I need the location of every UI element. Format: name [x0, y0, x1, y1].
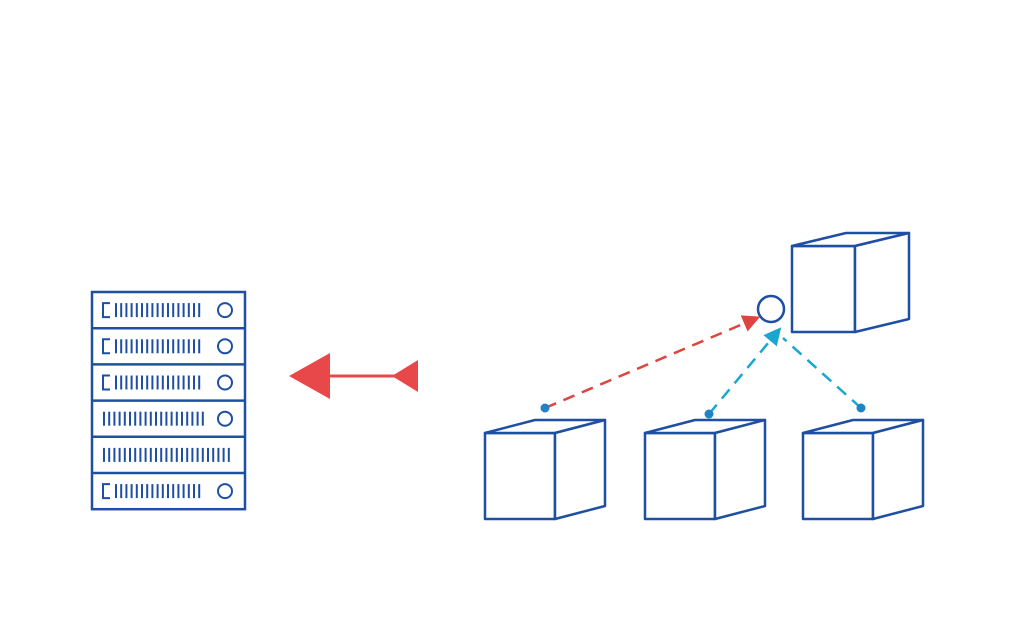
- indicator-light: [217, 338, 233, 355]
- bracket-mark: [102, 302, 110, 319]
- server-unit: [92, 435, 245, 462]
- indicator-light: [217, 410, 233, 427]
- links: [544, 315, 862, 415]
- server-rack-icon: [90, 290, 247, 511]
- node-dot-left: [540, 403, 550, 413]
- bracket-mark: [102, 374, 110, 391]
- server-unit: [92, 399, 245, 427]
- server-unit: [92, 363, 245, 391]
- left-arrow-icon: [289, 353, 418, 399]
- server-unit: [102, 302, 233, 319]
- bracket-mark: [102, 483, 110, 500]
- indicator-light: [217, 483, 233, 500]
- cube-side-face: [853, 231, 911, 334]
- cube-side-face: [871, 418, 925, 521]
- cube-right-icon: [801, 418, 925, 521]
- cube-middle-icon: [643, 418, 767, 521]
- node-dot-right: [856, 403, 866, 413]
- link-middle-to-hub: [708, 327, 782, 415]
- cube-left-icon: [483, 418, 607, 521]
- cube-side-face: [553, 418, 607, 521]
- cube-front-face: [483, 431, 557, 521]
- server-unit: [92, 471, 245, 500]
- arrow-tail: [392, 360, 418, 392]
- server-unit: [92, 326, 245, 355]
- cube-side-face: [713, 418, 767, 521]
- arrow-head: [289, 353, 330, 399]
- link-left-to-hub: [544, 315, 761, 410]
- link-right-to-hub: [782, 337, 862, 409]
- node-dot-middle: [704, 409, 714, 419]
- cube-top-icon: [790, 231, 911, 334]
- bracket-mark: [102, 338, 110, 355]
- indicator-light: [217, 302, 233, 319]
- cube-front-face: [801, 431, 875, 521]
- indicator-light: [217, 374, 233, 391]
- cube-front-face: [643, 431, 717, 521]
- hub-node-icon: [756, 294, 786, 324]
- cubes: [483, 231, 925, 521]
- cube-front-face: [790, 244, 857, 334]
